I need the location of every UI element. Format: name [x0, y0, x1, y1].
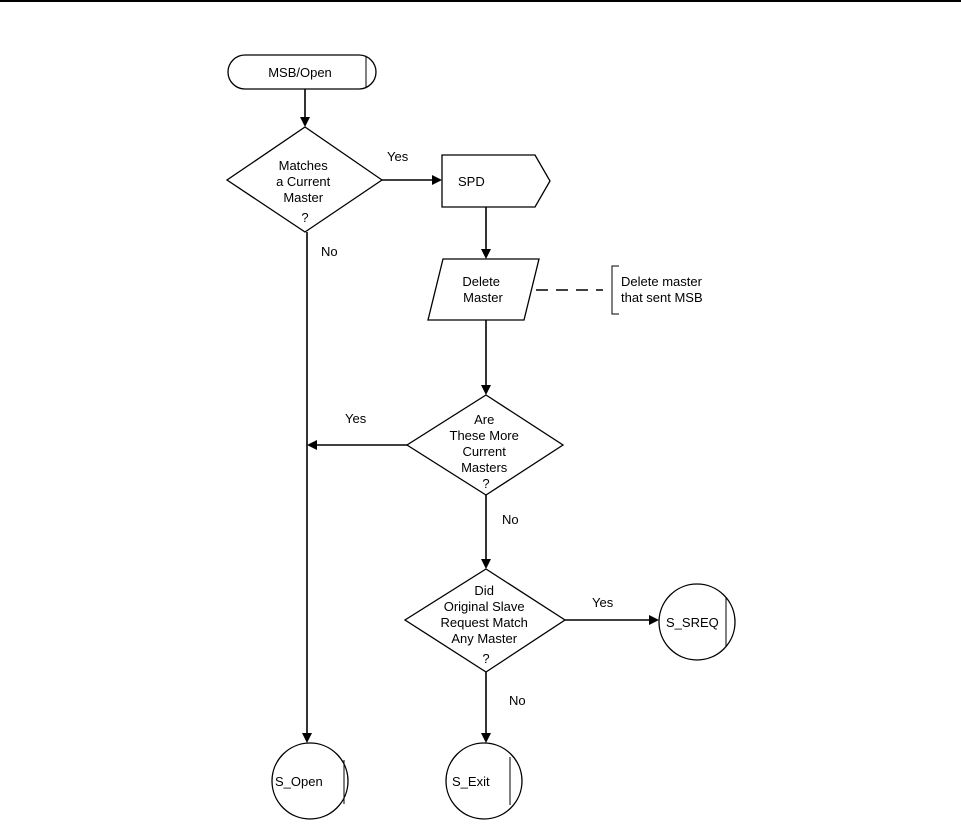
decision-more-masters: Are These More Current Masters ?	[405, 394, 565, 496]
s-exit-connector: S_Exit	[445, 742, 523, 820]
decision-more-line-1: Are	[474, 412, 494, 427]
svg-text:Are These More Cur: Are These More Current Masters ?	[450, 412, 523, 491]
decision-matches-line-4: ?	[301, 210, 308, 225]
decision-slave-line-3: Request Match	[440, 615, 527, 630]
delete-line-2: Master	[463, 290, 503, 305]
more-no-label: No	[502, 512, 519, 527]
slave-no-label: No	[509, 693, 526, 708]
delete-line-1: Delete	[462, 274, 500, 289]
decision-slave-line-1: Did	[474, 583, 494, 598]
more-yes-label: Yes	[345, 411, 367, 426]
annotation: Delete master that sent MSB	[536, 265, 706, 315]
match-yes-label: Yes	[387, 149, 409, 164]
decision-more-line-2: These More	[450, 428, 519, 443]
s-exit-label: S_Exit	[452, 774, 490, 789]
slave-yes-label: Yes	[592, 595, 614, 610]
decision-slave-line-2: Original Slave	[444, 599, 525, 614]
decision-matches-line-2: a Current	[276, 174, 331, 189]
match-no-label: No	[321, 244, 338, 259]
decision-matches-master: Matches a Current Master ?	[225, 126, 384, 233]
svg-text:Delete Master: Delete Master	[462, 274, 503, 305]
decision-slave-line-4: Any Master	[451, 631, 517, 646]
start-label: MSB/Open	[268, 65, 332, 80]
s-sreq-connector: S_SREQ	[658, 583, 736, 661]
s-open-connector: S_Open	[271, 742, 349, 820]
delete-master-box: Delete Master	[427, 258, 540, 321]
decision-more-line-4: Masters	[461, 460, 508, 475]
s-sreq-label: S_SREQ	[666, 615, 719, 630]
decision-slave-line-5: ?	[482, 651, 489, 666]
decision-slave-match: Did Original Slave Request Match Any Mas…	[403, 568, 567, 673]
s-open-label: S_Open	[275, 774, 323, 789]
svg-text:Delete master that sent: Delete master that sent MSB	[621, 274, 706, 305]
spd-label: SPD	[458, 174, 485, 189]
decision-matches-line-3: Master	[283, 190, 323, 205]
spd-connector: SPD	[441, 154, 551, 208]
svg-text:Matches a Current: Matches a Current Master ?	[276, 158, 334, 225]
decision-more-line-5: ?	[482, 476, 489, 491]
svg-text:Did Original Slave: Did Original Slave Request Match Any Mas…	[440, 583, 531, 666]
start-terminator: MSB/Open	[227, 54, 377, 90]
annotation-line-1: Delete master	[621, 274, 703, 289]
decision-matches-line-1: Matches	[279, 158, 329, 173]
decision-more-line-3: Current	[463, 444, 507, 459]
annotation-line-2: that sent MSB	[621, 290, 703, 305]
